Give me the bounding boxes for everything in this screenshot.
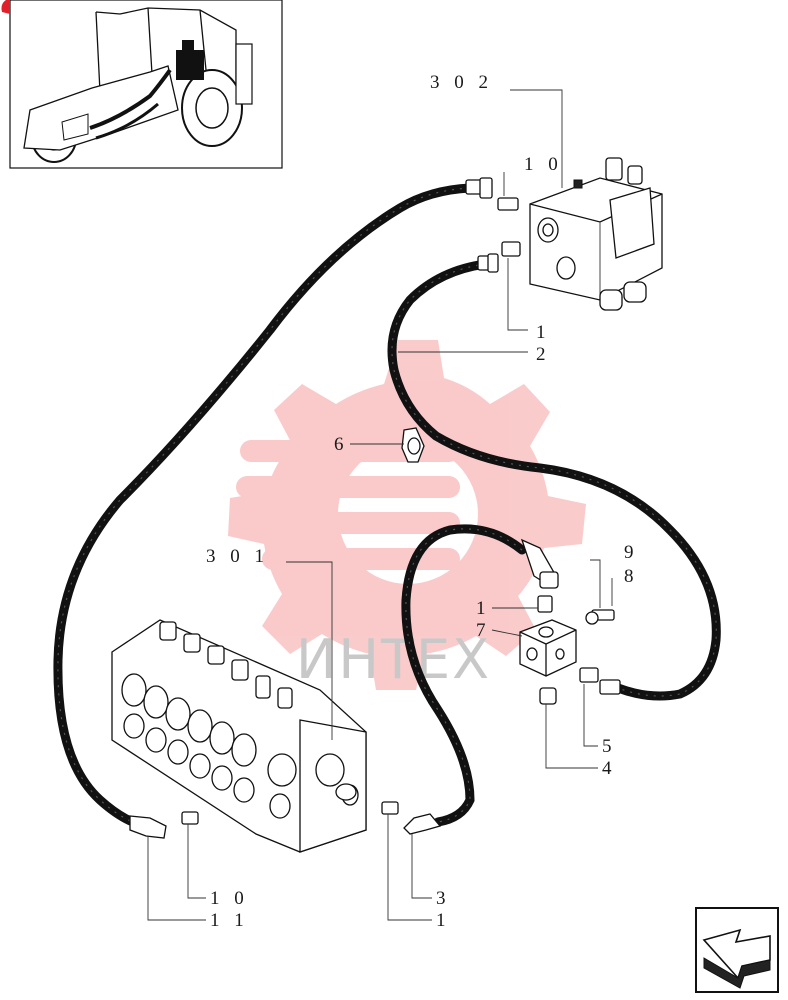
hose-long-left <box>53 183 475 829</box>
valve-sections <box>121 621 293 803</box>
callout-10-bottom: 1 0 <box>210 888 249 909</box>
callout-3: 3 <box>436 888 451 909</box>
callout-2: 2 <box>536 344 551 365</box>
tee-block-7 <box>519 595 615 705</box>
assembly-label-301: 3 0 1 <box>206 546 269 567</box>
control-valve-302 <box>529 157 663 311</box>
hose-end-fittings <box>129 177 621 839</box>
watermark-text: ИНТЕХ <box>296 628 491 691</box>
callout-9: 9 <box>624 542 639 563</box>
leader-lines <box>147 89 613 921</box>
callout-6: 6 <box>334 434 349 455</box>
adapter-fittings-302 <box>497 197 521 257</box>
callout-1-bottom: 1 <box>436 910 451 931</box>
callout-labels: 3 0 2 1 0 1 2 6 9 8 1 7 5 4 3 0 1 1 0 1 … <box>206 72 639 931</box>
callout-11: 1 1 <box>210 910 249 931</box>
callout-1-mid: 1 <box>476 598 491 619</box>
arrow-next-page-icon[interactable] <box>695 907 779 993</box>
adapter-fittings-301 <box>181 801 399 825</box>
callout-1-top: 1 <box>536 322 551 343</box>
valve-bank-301 <box>111 619 367 853</box>
hose-lower-loop <box>401 524 527 827</box>
callout-7: 7 <box>476 620 491 641</box>
callout-5: 5 <box>602 736 617 757</box>
callout-10-top: 1 0 <box>524 154 563 175</box>
watermark-gear-logo <box>228 340 586 690</box>
callout-8: 8 <box>624 566 639 587</box>
assembly-label-302: 3 0 2 <box>430 72 493 93</box>
hose-upper-loop <box>387 259 721 701</box>
tractor-locator-inset <box>1 0 283 169</box>
hose-clamp-6 <box>401 427 425 463</box>
callout-4: 4 <box>602 758 617 779</box>
